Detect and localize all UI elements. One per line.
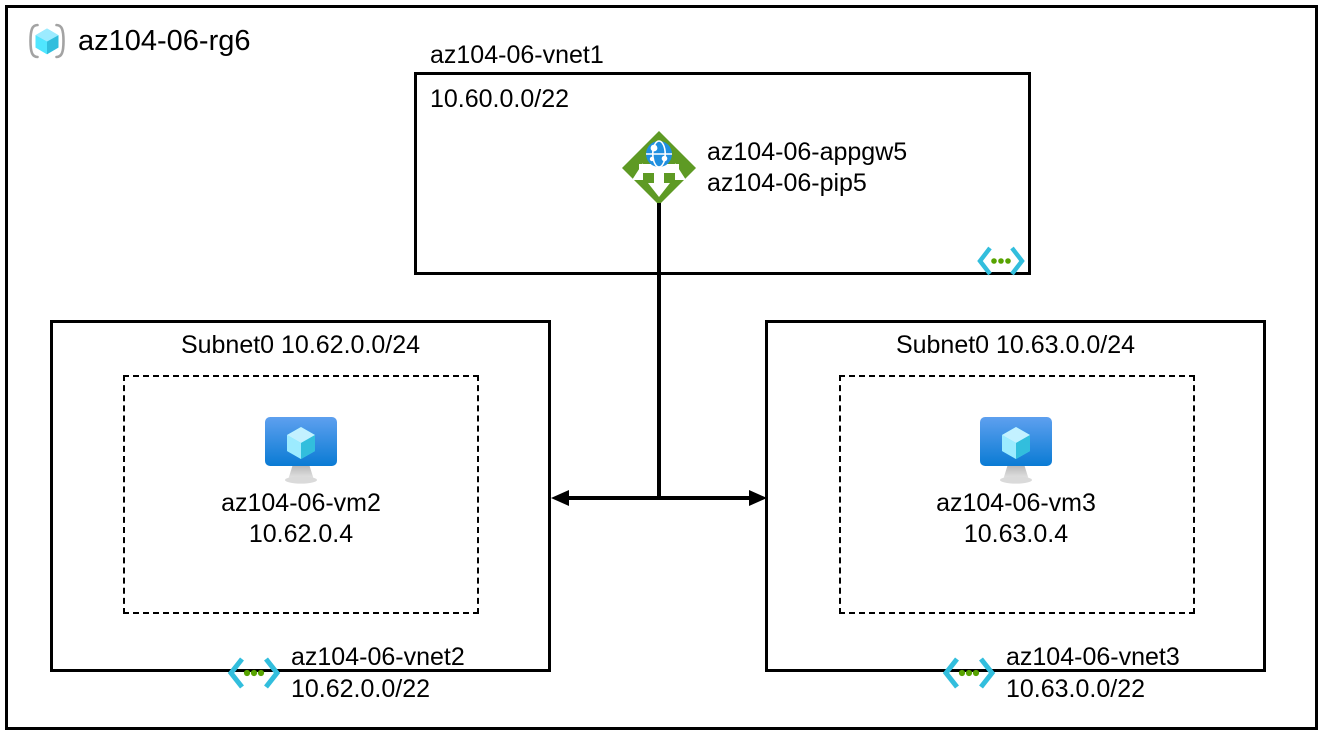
vnet2-name: az104-06-vnet2 — [291, 643, 465, 671]
vnet3-subnet-heading: Subnet0 10.63.0.0/24 — [895, 331, 1136, 359]
vnet2-badge-text: az104-06-vnet2 10.62.0.0/22 — [291, 641, 465, 705]
resource-group-frame — [5, 5, 1318, 730]
vnet2-subnet-heading: Subnet0 10.62.0.0/24 — [180, 331, 421, 359]
application-gateway-node[interactable]: az104-06-appgw5 az104-06-pip5 — [619, 128, 907, 208]
resource-group-header: az104-06-rg6 — [26, 20, 251, 62]
appgw-name: az104-06-appgw5 — [707, 138, 908, 166]
resource-group-icon — [26, 20, 68, 62]
public-ip-name: az104-06-pip5 — [707, 169, 867, 197]
vnet1-cidr: 10.60.0.0/22 — [430, 85, 570, 113]
vnet-peering-arrow — [548, 483, 770, 518]
vnet2-box — [50, 320, 551, 672]
application-gateway-icon — [619, 128, 699, 208]
virtual-machine-icon — [974, 410, 1058, 488]
vnet1-virtual-network-icon — [976, 245, 1026, 277]
vnet2-badge: az104-06-vnet2 10.62.0.0/22 — [226, 641, 465, 705]
vm2-ip: 10.62.0.4 — [248, 520, 354, 548]
vnet3-badge: az104-06-vnet3 10.63.0.0/22 — [941, 641, 1180, 705]
vm3-node[interactable]: az104-06-vm3 10.63.0.4 — [900, 410, 1132, 550]
vnet1-box — [414, 72, 1031, 275]
vnet1-caption: az104-06-vnet1 — [430, 41, 604, 69]
vnet2-cidr: 10.62.0.0/22 — [291, 675, 431, 703]
vm3-name: az104-06-vm3 — [936, 489, 1096, 517]
appgw-vertical-connector — [657, 203, 661, 499]
vnet2-virtual-network-icon — [226, 655, 282, 691]
application-gateway-labels: az104-06-appgw5 az104-06-pip5 — [707, 137, 907, 199]
vm2-name: az104-06-vm2 — [221, 489, 381, 517]
virtual-machine-icon — [259, 410, 343, 488]
resource-group-name: az104-06-rg6 — [78, 25, 251, 57]
vnet3-box — [765, 320, 1266, 672]
vnet3-name: az104-06-vnet3 — [1006, 643, 1180, 671]
vnet3-subnet-dashed-area — [839, 375, 1195, 614]
vnet2-subnet-dashed-area — [123, 375, 479, 614]
vm2-node[interactable]: az104-06-vm2 10.62.0.4 — [185, 410, 417, 550]
vnet3-virtual-network-icon — [941, 655, 997, 691]
vnet3-badge-text: az104-06-vnet3 10.63.0.0/22 — [1006, 641, 1180, 705]
vm3-ip: 10.63.0.4 — [963, 520, 1069, 548]
vnet3-cidr: 10.63.0.0/22 — [1006, 675, 1146, 703]
